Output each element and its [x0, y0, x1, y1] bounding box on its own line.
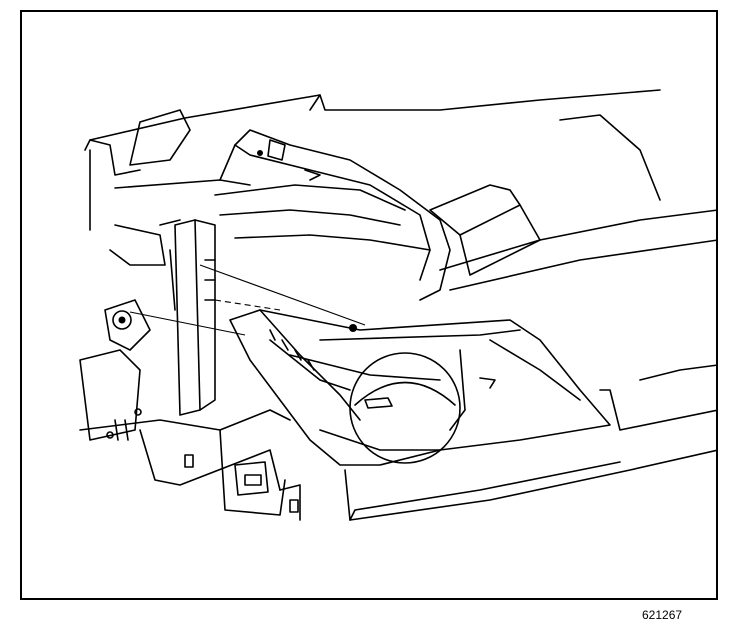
alignment-line-upper [199, 264, 366, 326]
fastener-left-icon [118, 316, 126, 324]
figure-number: 621267 [642, 608, 683, 622]
lower-fascia [344, 364, 718, 521]
support-post [109, 219, 216, 416]
fastener-holes [106, 408, 299, 513]
headlamp-housing [229, 309, 611, 466]
radiator-support-lower [79, 299, 301, 521]
radiator-support-upper [84, 89, 661, 231]
alignment-line-dashed [214, 299, 281, 311]
illustration-frame [20, 10, 718, 600]
alignment-line-lower [129, 311, 246, 336]
fastener-upper-icon [349, 324, 357, 332]
headlamp-illustration [20, 10, 718, 600]
fender-bracket [429, 184, 718, 291]
headlamp-lens [349, 352, 496, 464]
alignment-lines [129, 264, 366, 336]
border [20, 10, 718, 600]
air-duct [214, 129, 451, 301]
fastener-duct-icon [257, 150, 263, 156]
